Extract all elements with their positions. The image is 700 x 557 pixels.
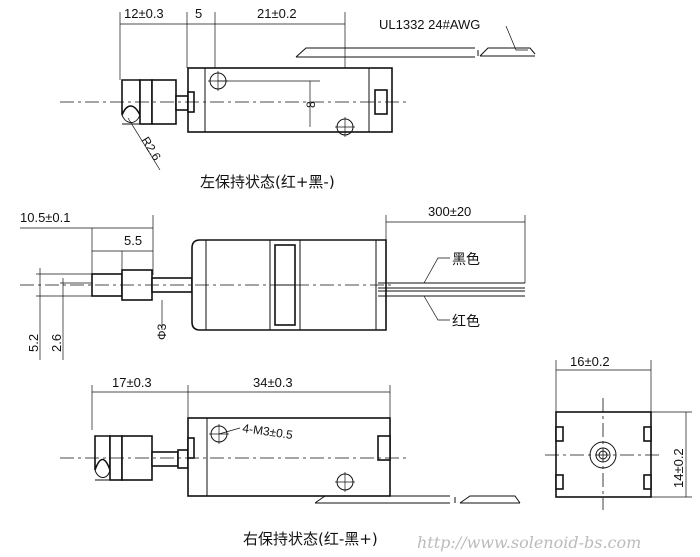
end-view: 16±0.2 14±0.2	[545, 354, 692, 510]
bottom-view: 17±0.3 34±0.3 4-M3±0.5 右保持	[60, 375, 521, 548]
dim-top-left: 12±0.3	[124, 6, 164, 21]
dim-side-phi3: Φ3	[155, 323, 169, 340]
dim-bottom-body: 34±0.3	[253, 375, 293, 390]
wire-black-label: 黑色	[452, 251, 480, 268]
dim-top-gap: 5	[195, 6, 202, 21]
dim-end-width: 16±0.2	[570, 354, 610, 369]
dim-top-radius: R2.6	[138, 134, 163, 163]
watermark-url: http://www.solenoid-bs.com	[417, 533, 641, 552]
side-view: 10.5±0.1 5.5 5.2 2.6 Φ3	[20, 204, 526, 360]
dim-end-height: 14±0.2	[671, 448, 686, 488]
dim-top-body: 21±0.2	[257, 6, 297, 21]
cable-label: UL1332 24#AWG	[379, 17, 480, 32]
dim-bottom-left: 17±0.3	[112, 375, 152, 390]
caption-right-state: 右保持状态(红-黑+)	[243, 530, 378, 548]
dim-side-length: 10.5±0.1	[20, 210, 71, 225]
wire-red-label: 红色	[452, 313, 480, 330]
caption-left-state: 左保持状态(红+黑-)	[200, 173, 335, 191]
dim-side-26: 2.6	[49, 334, 64, 352]
dim-side-step: 5.5	[124, 233, 142, 248]
dim-top-height: 8	[304, 101, 318, 108]
top-view: 12±0.3 5 21±0.2 UL1332 24#AWG	[60, 6, 536, 191]
dim-side-52: 5.2	[26, 334, 41, 352]
dim-cable-length: 300±20	[428, 204, 471, 219]
